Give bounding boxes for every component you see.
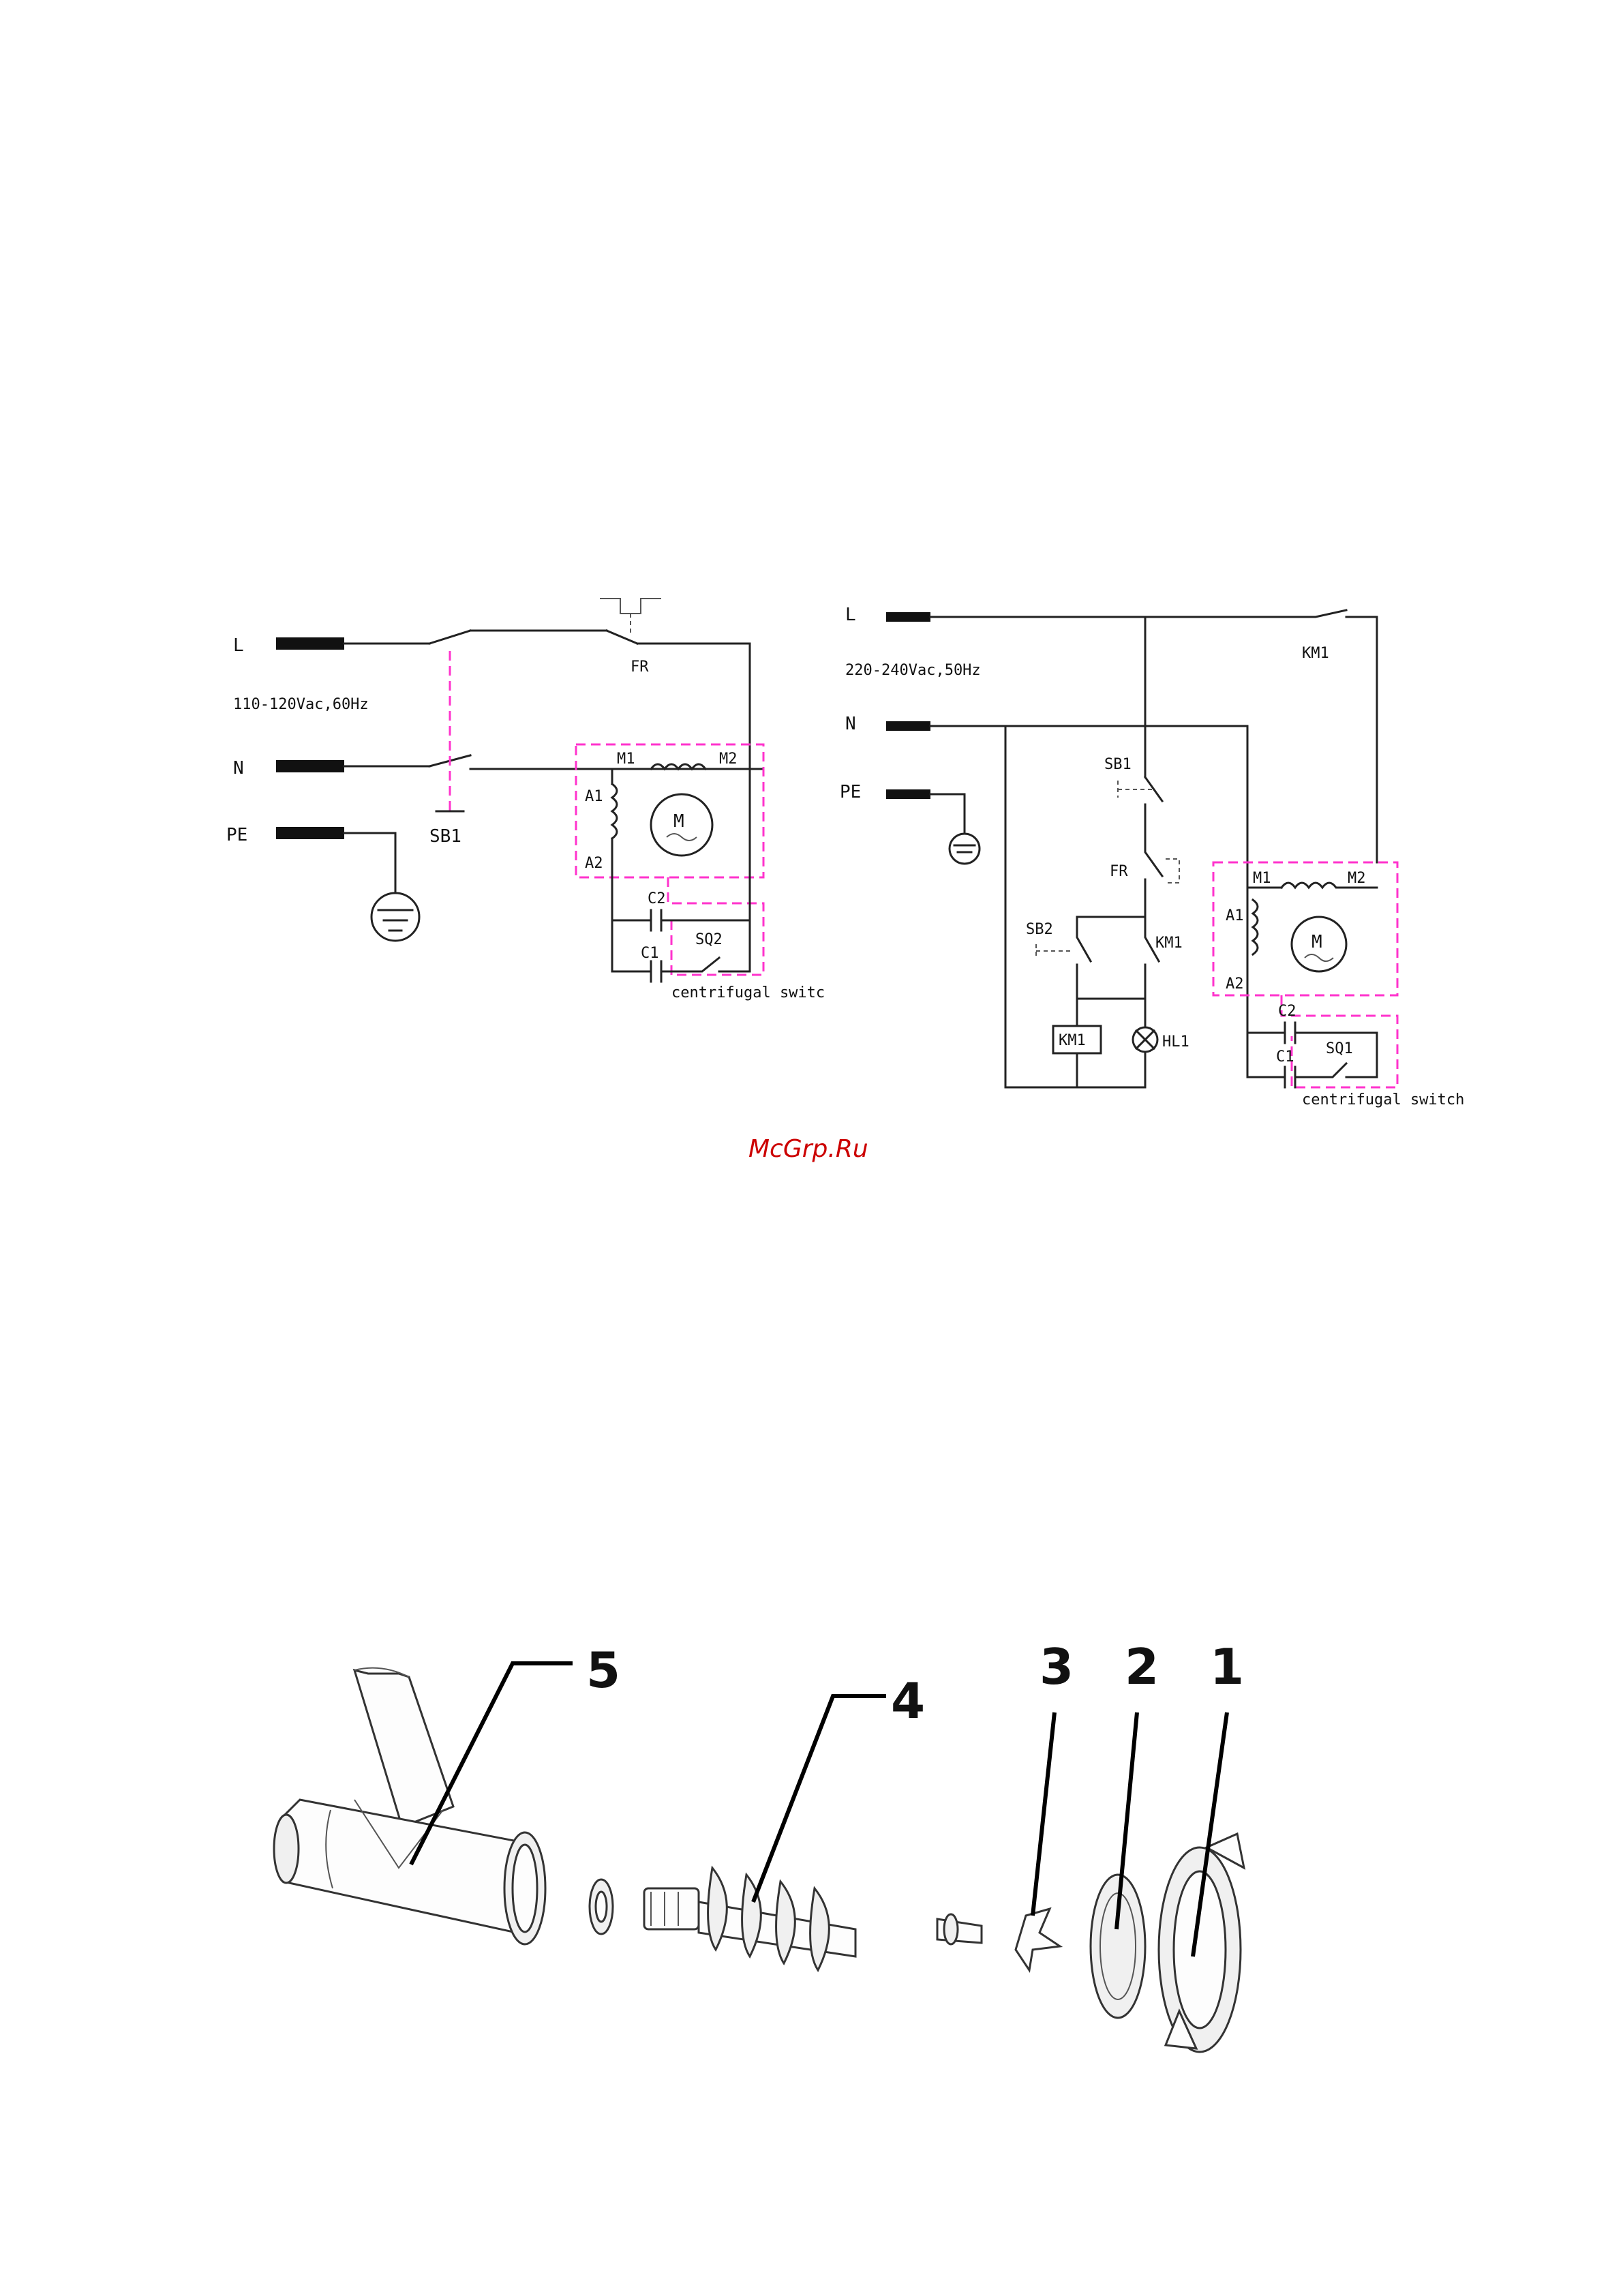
terminal-l-label-right: L bbox=[845, 605, 856, 625]
plug-n-right bbox=[886, 721, 930, 731]
km1-coil-label: KM1 bbox=[1059, 1032, 1086, 1049]
fr-label: FR bbox=[631, 659, 649, 676]
a2-label-right: A2 bbox=[1226, 976, 1244, 993]
ground-icon-right bbox=[950, 834, 980, 864]
plug-n bbox=[276, 760, 344, 772]
sq1-label: SQ1 bbox=[1326, 1040, 1353, 1057]
motor-label-right: M bbox=[1311, 932, 1322, 952]
part-5-label: 5 bbox=[586, 1642, 620, 1699]
part-1-label: 1 bbox=[1210, 1638, 1244, 1695]
motor-label: M bbox=[673, 811, 684, 832]
terminal-l-label: L bbox=[233, 635, 244, 656]
sb2-label: SB2 bbox=[1026, 921, 1053, 938]
c2-label-right: C2 bbox=[1278, 1003, 1296, 1020]
part-1-ring-nut bbox=[1159, 1834, 1244, 2052]
sb1-right-switch bbox=[1145, 777, 1162, 801]
wiring-diagram-110v: L N PE 110-120Vac,60Hz FR SB1 M1 M2 bbox=[226, 599, 825, 1001]
m1-label-right: M1 bbox=[1253, 870, 1271, 887]
capacitor-c1 bbox=[651, 961, 661, 982]
capacitor-c1-right bbox=[1285, 1067, 1295, 1087]
ground-icon bbox=[371, 893, 419, 941]
wiring-diagram-230v: L N PE 220-240Vac,50Hz KM1 SB1 FR SB2 KM… bbox=[840, 605, 1464, 1108]
km1-top-label: KM1 bbox=[1302, 645, 1329, 662]
fr-contact bbox=[607, 631, 637, 644]
a1-label-right: A1 bbox=[1226, 907, 1244, 924]
exploded-parts-view: 5 4 3 2 1 bbox=[274, 1638, 1244, 2052]
c1-label-right: C1 bbox=[1276, 1048, 1294, 1066]
terminal-n-label: N bbox=[233, 758, 244, 779]
m2-label-right: M2 bbox=[1348, 870, 1366, 887]
m1-label: M1 bbox=[617, 751, 635, 768]
leader-3 bbox=[1033, 1712, 1055, 1916]
part-3-knife bbox=[1016, 1909, 1060, 1970]
centrifugal-label-left: centrifugal switc bbox=[671, 984, 825, 1001]
plug-pe bbox=[276, 827, 344, 839]
sb1-label: SB1 bbox=[429, 826, 461, 847]
capacitor-c2 bbox=[651, 910, 661, 931]
winding-a-right bbox=[1253, 900, 1258, 954]
part-4-label: 4 bbox=[891, 1672, 925, 1729]
sq2-label: SQ2 bbox=[695, 931, 723, 948]
fr-label-right: FR bbox=[1110, 863, 1128, 880]
supply-label-right: 220-240Vac,50Hz bbox=[845, 662, 981, 679]
c2-label: C2 bbox=[648, 890, 666, 907]
sq2-switch bbox=[682, 958, 750, 971]
terminal-pe-label: PE bbox=[226, 825, 247, 845]
supply-label: 110-120Vac,60Hz bbox=[233, 696, 369, 713]
capacitor-c2-right bbox=[1285, 1023, 1295, 1043]
leader-4 bbox=[753, 1696, 886, 1902]
hl1-label: HL1 bbox=[1162, 1033, 1189, 1051]
part-5-housing bbox=[274, 1668, 545, 1944]
km1-contact-label: KM1 bbox=[1155, 935, 1183, 952]
winding-a bbox=[612, 784, 617, 839]
watermark-text: McGrp.Ru bbox=[748, 1135, 868, 1163]
terminal-pe-label-right: PE bbox=[840, 782, 861, 802]
sb1-label-right: SB1 bbox=[1104, 756, 1132, 773]
part-2-label: 2 bbox=[1125, 1638, 1159, 1695]
m2-label: M2 bbox=[719, 751, 738, 768]
fr-right-contact bbox=[1145, 804, 1162, 876]
a2-label: A2 bbox=[585, 855, 603, 872]
part-4-auger bbox=[644, 1868, 855, 1970]
c1-label: C1 bbox=[641, 945, 659, 962]
a1-label: A1 bbox=[585, 788, 603, 805]
sb1-contact-l bbox=[429, 631, 470, 644]
plug-l-right bbox=[886, 612, 930, 622]
part-3-label: 3 bbox=[1040, 1638, 1074, 1695]
terminal-n-label-right: N bbox=[845, 714, 856, 734]
plug-pe-right bbox=[886, 789, 930, 799]
centrifugal-label-right: centrifugal switch bbox=[1302, 1091, 1464, 1108]
plug-l bbox=[276, 637, 344, 650]
